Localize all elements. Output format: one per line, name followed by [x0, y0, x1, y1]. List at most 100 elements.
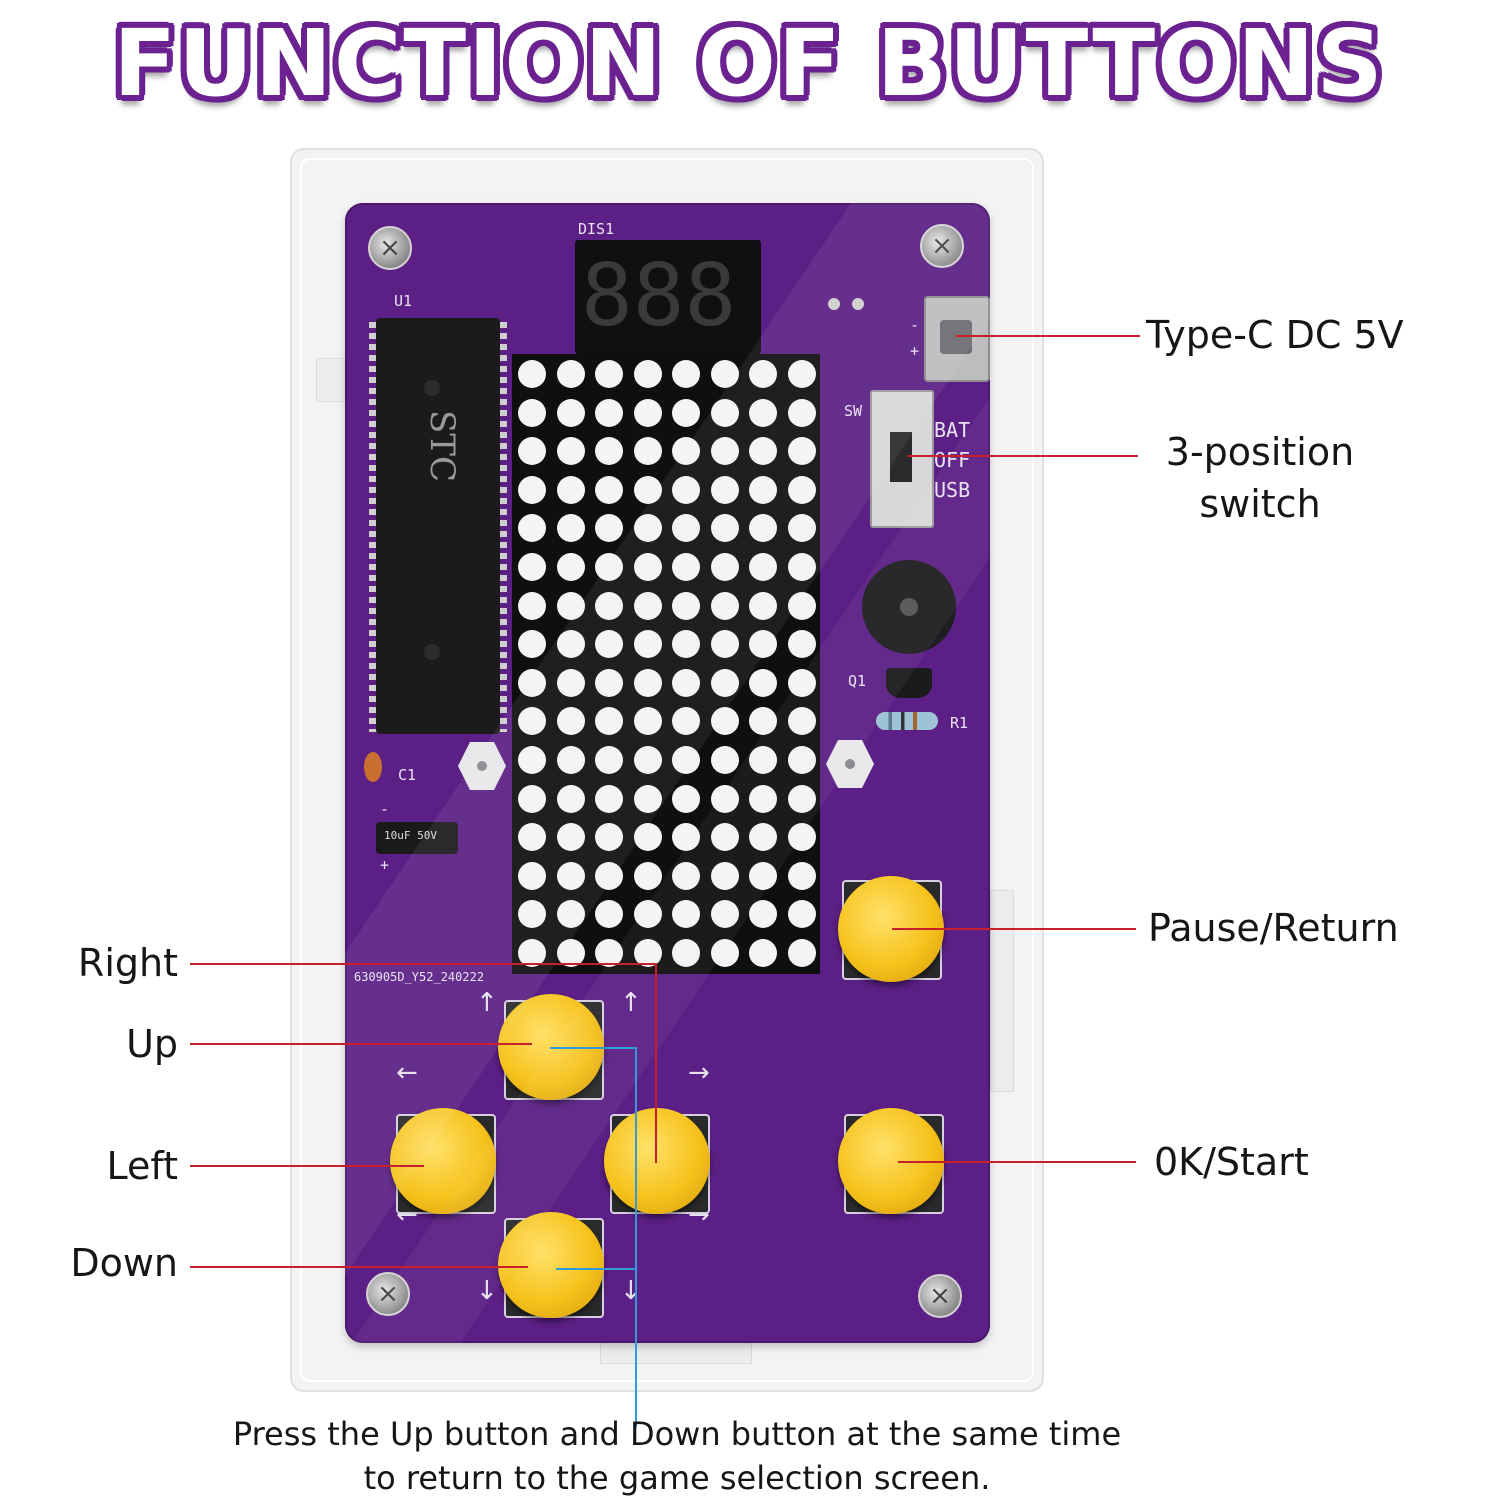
led-dot	[556, 939, 585, 967]
down-label: Down	[70, 1241, 178, 1285]
combo-note-line1: Press the Up button and Down button at t…	[232, 1415, 1122, 1453]
page-title: FUNCTION OF BUTTONS	[113, 10, 1385, 117]
type-c-label: Type-C DC 5V	[1146, 313, 1404, 357]
led-dot	[518, 784, 546, 813]
led-dot	[633, 630, 662, 659]
led-dot	[633, 707, 662, 736]
standoff-left	[458, 742, 506, 790]
led-dot	[710, 746, 739, 774]
chip-dot	[424, 644, 440, 660]
led-dot	[787, 707, 816, 736]
led-dot	[595, 784, 623, 813]
case-tab-bottom	[600, 1340, 752, 1364]
led-dot	[633, 900, 662, 929]
right-arrow-icon: →	[688, 1058, 710, 1088]
led-dot	[787, 861, 816, 890]
chip-designator: U1	[394, 292, 413, 310]
combo-note-line2: to return to the game selection screen.	[363, 1459, 991, 1497]
led-dot	[672, 707, 700, 736]
led-dot	[633, 437, 662, 466]
chip-notch	[424, 380, 440, 396]
led-dot	[787, 514, 816, 543]
led-dot	[672, 900, 700, 929]
screw-bottom-left	[366, 1272, 410, 1316]
capacitor-designator: C1	[398, 766, 417, 784]
led-dot	[595, 437, 623, 466]
led-dot	[787, 630, 816, 659]
ok-callout-line	[898, 1161, 1136, 1163]
led-dot	[518, 553, 546, 581]
screw-top-left	[368, 226, 412, 270]
down-arrow-icon: ↓	[476, 1276, 498, 1306]
led-dot	[710, 630, 739, 659]
led-dot	[633, 553, 662, 581]
power-minus-mark: -	[380, 800, 390, 818]
led-dot	[749, 360, 777, 388]
led-dot	[518, 437, 546, 466]
seven-segment-display: 888	[575, 240, 761, 354]
led-dot	[787, 784, 816, 813]
led-dot	[595, 707, 623, 736]
led-dot	[633, 398, 662, 427]
led-dot	[595, 398, 623, 427]
switch-callout-line	[908, 455, 1138, 457]
led-dot	[710, 437, 739, 466]
right-label: Right	[77, 941, 178, 985]
note-connector-down	[556, 1268, 636, 1270]
led-dot	[595, 746, 623, 774]
led-dot	[595, 514, 623, 543]
led-dot	[556, 514, 585, 543]
switch-label-line1: 3-position	[1165, 430, 1355, 474]
led-dot	[672, 861, 700, 890]
segment-digits: 888	[581, 246, 737, 346]
pause-callout-line	[892, 928, 1136, 930]
led-dot	[633, 939, 662, 967]
ceramic-capacitor	[364, 752, 382, 782]
usb-minus-mark: -	[910, 316, 920, 334]
led-dot	[672, 437, 700, 466]
left-button[interactable]	[390, 1108, 496, 1214]
led-dot	[633, 861, 662, 890]
screw-bottom-right	[918, 1274, 962, 1318]
led-dot	[710, 475, 739, 504]
down-button[interactable]	[498, 1212, 604, 1318]
led-dot	[556, 823, 585, 852]
down-callout-line	[190, 1266, 528, 1268]
transistor	[886, 668, 932, 698]
led-dot	[749, 861, 777, 890]
led-dot	[672, 591, 700, 620]
led-dot	[518, 746, 546, 774]
up-callout-line	[190, 1043, 532, 1045]
smd-part	[828, 298, 840, 310]
smd-part	[852, 298, 864, 310]
switch-position-usb: USB	[934, 478, 971, 502]
led-dot	[595, 591, 623, 620]
led-dot	[672, 939, 700, 967]
led-dot	[749, 939, 777, 967]
led-dot	[787, 475, 816, 504]
right-button[interactable]	[604, 1108, 710, 1214]
led-dot	[518, 823, 546, 852]
led-dot	[787, 360, 816, 388]
led-dot	[633, 514, 662, 543]
led-dot	[633, 746, 662, 774]
led-dot	[710, 591, 739, 620]
led-dot	[633, 475, 662, 504]
combo-note: Press the Up button and Down button at t…	[60, 1412, 1294, 1500]
led-dot	[749, 475, 777, 504]
resistor-designator: R1	[950, 714, 969, 732]
led-dot	[518, 398, 546, 427]
led-dot	[787, 900, 816, 929]
led-dot	[556, 398, 585, 427]
led-dot	[710, 398, 739, 427]
led-dot	[787, 553, 816, 581]
led-dot	[672, 514, 700, 543]
led-dot	[749, 630, 777, 659]
case-tab-right	[990, 890, 1014, 1092]
led-dot	[749, 437, 777, 466]
led-dot	[710, 939, 739, 967]
board-version: 630905D_Y52_240222	[354, 970, 485, 984]
led-dot	[787, 398, 816, 427]
led-dot	[749, 514, 777, 543]
usb-plus-mark: +	[910, 342, 920, 360]
